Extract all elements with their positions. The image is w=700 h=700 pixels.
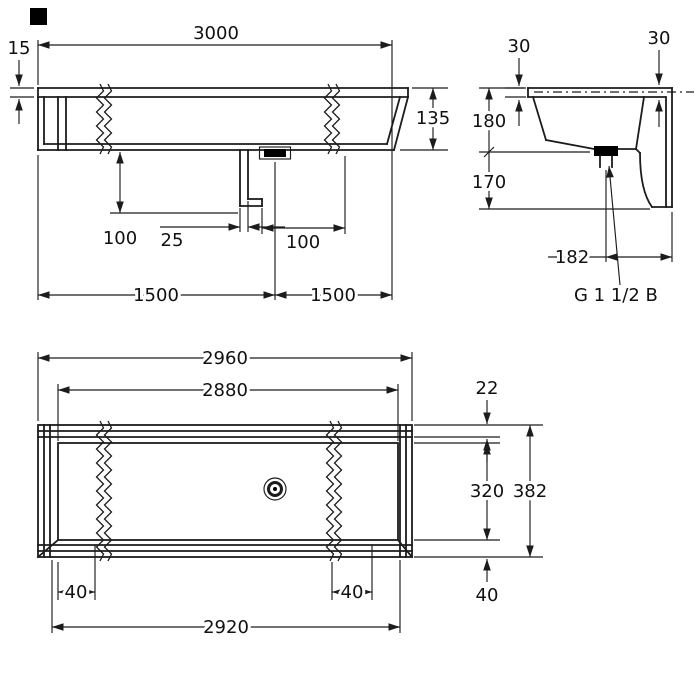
- dimension-40-bottom-edge: 40: [473, 559, 501, 609]
- dimension-3000: 3000: [37, 20, 393, 300]
- dimension-320: 320: [414, 442, 507, 541]
- drain-thread-label: G 1 1/2 B: [574, 285, 658, 306]
- dim-label-2880: 2880: [202, 380, 248, 401]
- dim-label-320: 320: [470, 481, 504, 502]
- dimension-2960: 2960: [37, 345, 413, 421]
- dimension-100-left: 100: [100, 152, 238, 252]
- dim-label-40-left: 40: [65, 582, 88, 603]
- side-section-view: 30 30 180 170 182 G 1 1/: [469, 25, 694, 309]
- dimension-15: 15: [5, 35, 34, 124]
- dimension-182: 182: [548, 170, 673, 271]
- dimension-22: 22: [414, 375, 543, 462]
- dim-label-1500-left: 1500: [133, 285, 179, 306]
- dim-label-170: 170: [472, 172, 506, 193]
- dimension-2920: 2920: [51, 560, 401, 641]
- drain-fitting-side: [594, 146, 618, 168]
- dimension-25: 25: [158, 201, 285, 254]
- drain-flange-front: [258, 146, 292, 160]
- dimension-2880: 2880: [57, 377, 399, 441]
- dim-label-2920: 2920: [203, 617, 249, 638]
- dim-label-22: 22: [476, 378, 499, 399]
- dim-label-2960: 2960: [202, 348, 248, 369]
- dim-label-135: 135: [416, 108, 450, 129]
- drain-plan: [263, 477, 287, 501]
- dimension-170: 170: [469, 152, 650, 210]
- dim-label-382: 382: [513, 481, 547, 502]
- drain-thread-callout: G 1 1/2 B: [571, 165, 661, 309]
- dim-label-100-right: 100: [286, 232, 320, 253]
- dimension-100-right: 100: [261, 156, 346, 256]
- dimension-30-right: 30: [645, 25, 673, 127]
- dim-label-15: 15: [8, 38, 31, 59]
- dim-label-30-right: 30: [648, 28, 671, 49]
- dim-label-1500-right: 1500: [310, 285, 356, 306]
- dim-label-40-right: 40: [341, 582, 364, 603]
- break-lines-front: [95, 83, 341, 155]
- dimension-40-right: 40: [331, 545, 373, 606]
- dim-label-182: 182: [555, 247, 589, 268]
- break-lines-plan: [95, 420, 343, 562]
- plan-view: 2960 2880 22 320 382 40: [36, 345, 550, 641]
- trough-outline-plan: [36, 424, 414, 559]
- dim-label-100-left: 100: [103, 228, 137, 249]
- dimension-135: 135: [400, 87, 453, 151]
- trough-outline-front: [37, 87, 410, 152]
- dimension-382: 382: [414, 425, 550, 558]
- dim-label-3000: 3000: [193, 23, 239, 44]
- dimension-180: 180: [469, 87, 590, 158]
- waste-bracket: [239, 149, 263, 207]
- dimension-40-left: 40: [57, 545, 96, 606]
- dim-label-25: 25: [161, 230, 184, 251]
- dim-label-30-left: 30: [508, 36, 531, 57]
- registration-mark: [30, 8, 47, 25]
- front-elevation-view: 3000 15 135 100 25: [5, 20, 454, 309]
- dim-label-180: 180: [472, 111, 506, 132]
- trough-outline-side: [527, 87, 673, 209]
- dimension-30-left: 30: [505, 33, 533, 126]
- dimension-1500-pair: 1500 1500: [37, 155, 392, 309]
- dim-label-40-edge: 40: [476, 585, 499, 606]
